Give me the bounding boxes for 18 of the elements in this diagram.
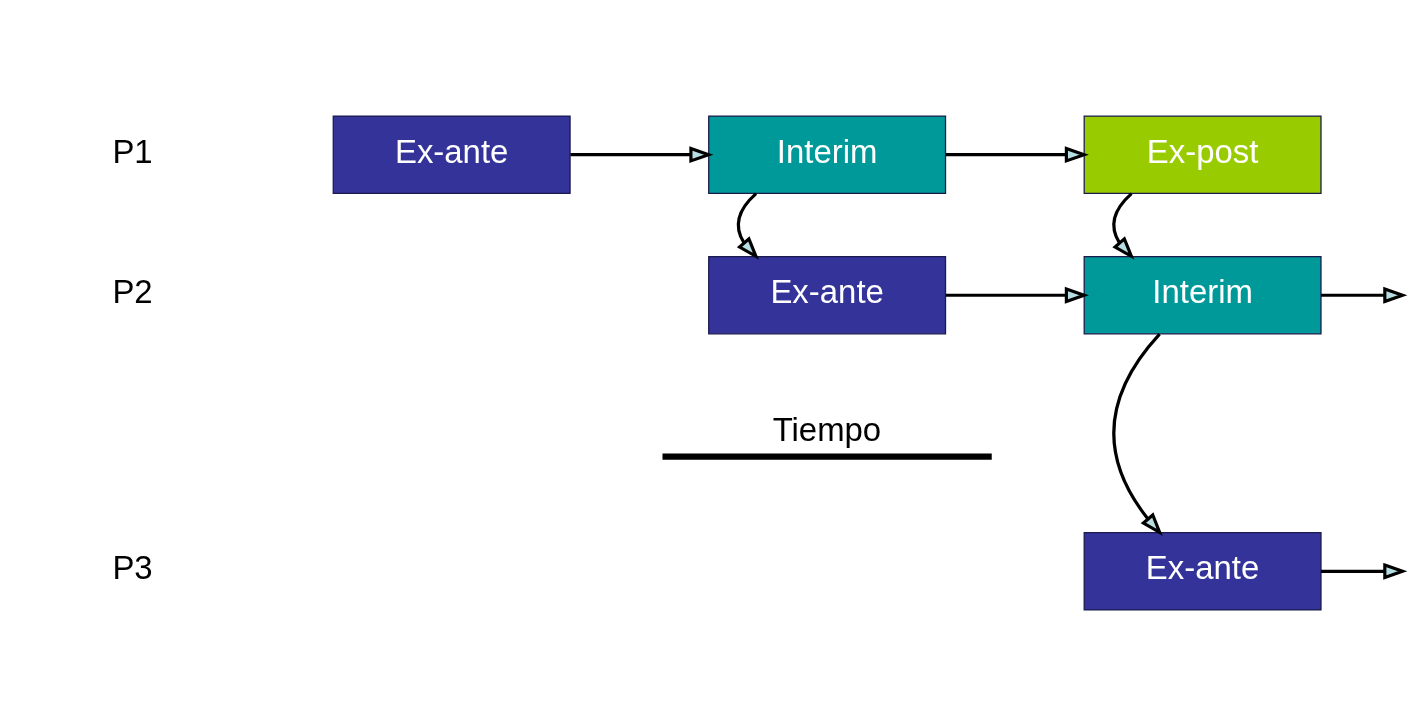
node-box: Ex-post — [1083, 115, 1322, 194]
label: P1 — [112, 132, 153, 170]
arrow — [1112, 333, 1163, 537]
arrow — [945, 146, 1089, 164]
node-box: Interim — [708, 115, 947, 194]
arrow — [1321, 562, 1408, 580]
arrow — [736, 192, 760, 260]
label: P3 — [112, 549, 153, 587]
node-box: Interim — [1083, 256, 1322, 335]
label: P2 — [112, 273, 153, 311]
arrow — [945, 286, 1089, 304]
node-box: Ex-ante — [708, 256, 947, 335]
arrow — [570, 146, 714, 164]
node-box: Ex-ante — [1083, 532, 1322, 611]
arrow — [1321, 286, 1408, 304]
arrow — [1112, 192, 1135, 260]
label: Tiempo — [772, 410, 882, 448]
node-box: Ex-ante — [332, 115, 571, 194]
